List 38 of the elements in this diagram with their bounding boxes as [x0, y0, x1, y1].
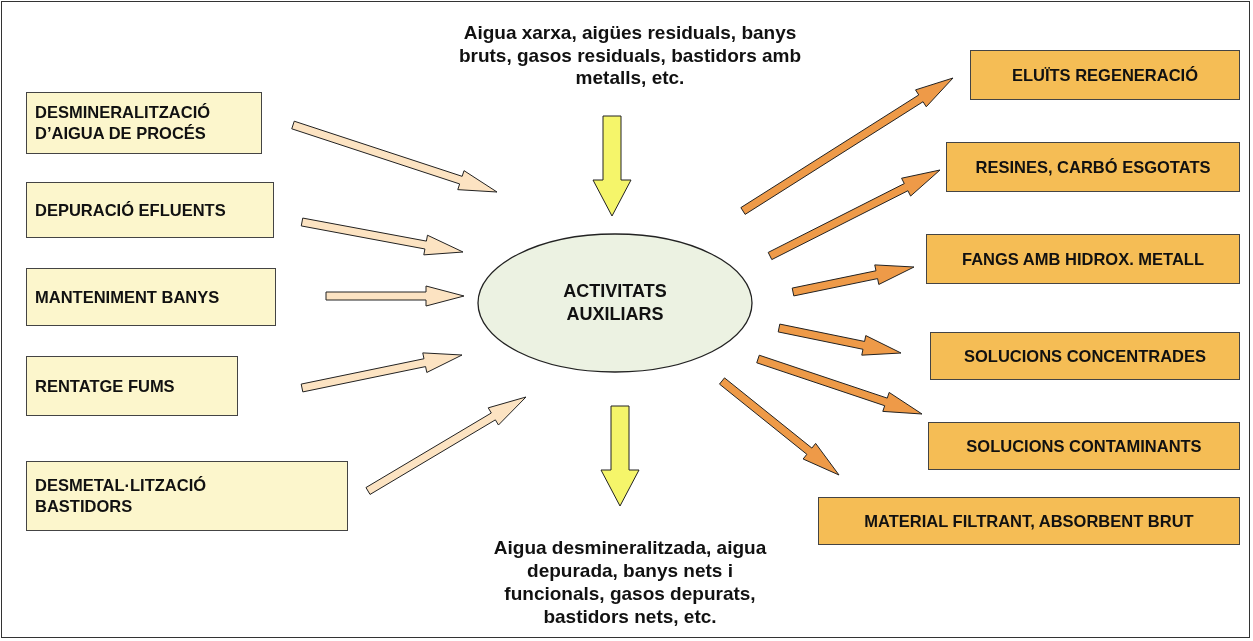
block-arrow: [592, 115, 632, 217]
output-box: [930, 332, 1240, 380]
box-label: SOLUCIONS CONCENTRADES: [964, 345, 1206, 367]
block-arrow: [325, 285, 465, 307]
process-box: [26, 268, 276, 326]
block-arrow: [719, 377, 840, 476]
block-arrow: [300, 217, 464, 256]
box-label: FANGS AMB HIDROX. METALL: [962, 248, 1204, 270]
ellipse-label: ACTIVITATS AUXILIARS: [562, 279, 668, 326]
block-arrow: [600, 405, 640, 507]
output-box: [926, 234, 1240, 284]
block-arrow: [777, 323, 902, 356]
box-label: RESINES, CARBÓ ESGOTATS: [975, 156, 1211, 178]
output-box: [970, 50, 1240, 100]
output-box: [928, 422, 1240, 470]
output-box: [946, 142, 1240, 192]
block-arrow: [740, 77, 954, 215]
box-label: MATERIAL FILTRANT, ABSORBENT BRUT: [864, 510, 1194, 532]
box-label: ELUÏTS REGENERACIÓ: [1011, 64, 1199, 86]
block-arrow: [291, 120, 498, 193]
box-label: DEPURACIÓ EFLUENTS: [35, 199, 226, 221]
block-arrow: [767, 169, 941, 261]
block-arrow: [365, 396, 527, 495]
box-label: DESMINERALITZACIÓ D’AIGUA DE PROCÉS: [35, 102, 212, 144]
process-box: [26, 461, 348, 531]
box-label: RENTATGE FUMS: [35, 375, 175, 397]
process-box: [26, 182, 274, 238]
process-box: [26, 92, 262, 154]
output-box: [818, 497, 1240, 545]
box-label: MANTENIMENT BANYS: [35, 286, 220, 308]
box-label: DESMETAL·LITZACIÓ BASTIDORS: [35, 475, 208, 517]
box-label: SOLUCIONS CONTAMINANTS: [966, 435, 1202, 457]
block-arrow: [300, 352, 463, 393]
block-arrow: [791, 264, 915, 297]
flow-note: Aigua xarxa, aigües residuals, banys bruts, gasos residuals, bastidors amb metalls, etc.: [440, 18, 820, 94]
block-arrow: [756, 354, 923, 415]
flow-note: Aigua desmineralitzada, aigua depurada, banys nets i funcionals, gasos depurats, bastidors nets, etc.: [470, 533, 790, 633]
process-box: [26, 356, 238, 416]
